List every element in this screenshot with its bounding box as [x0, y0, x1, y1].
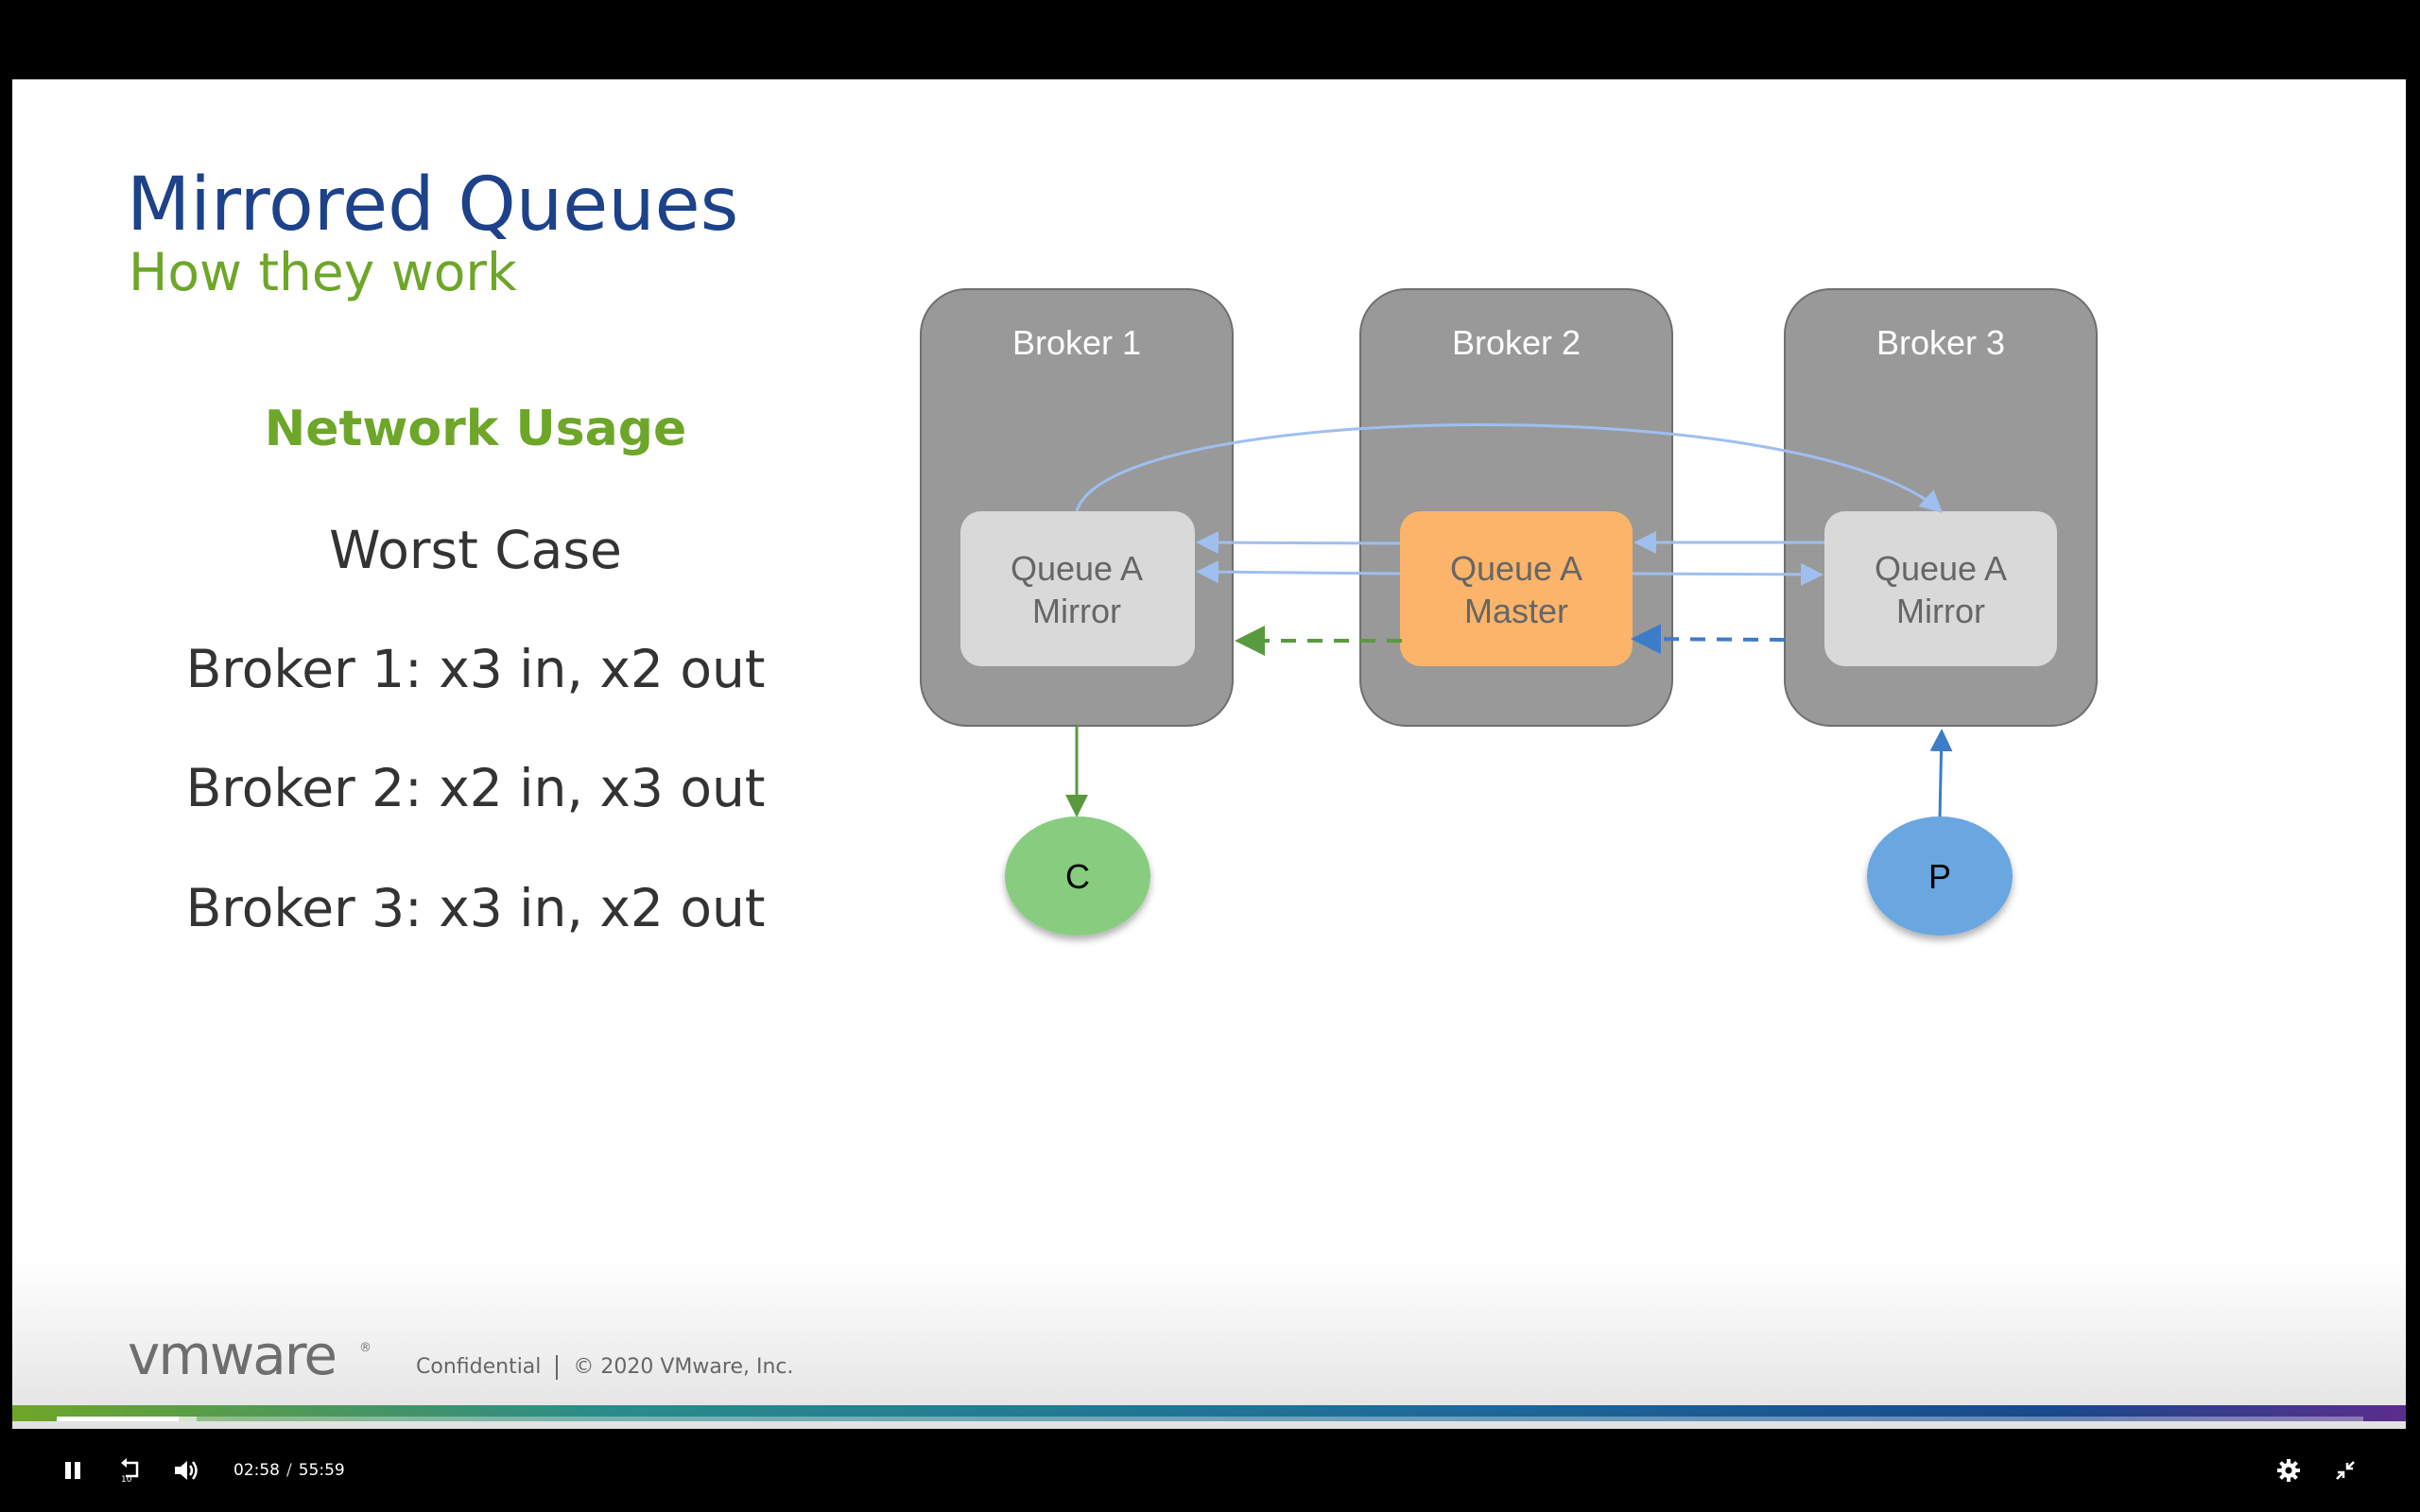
- replication-arc-arrow: [1075, 422, 1944, 514]
- slide: Mirrored Queues How they work Network Us…: [12, 79, 2406, 1429]
- exit-fullscreen-button[interactable]: [2326, 1452, 2364, 1489]
- broker-2-label: Broker 2: [1452, 323, 1581, 362]
- vmware-logo: vmware ®: [128, 1331, 372, 1387]
- confidential-label: Confidential: [416, 1355, 542, 1379]
- broker-2-stat: Broker 2: x2 in, x3 out: [185, 758, 766, 818]
- queue-a-mirror-3-box: [1824, 511, 2057, 666]
- slide-subtitle: How they work: [129, 242, 517, 302]
- vmware-logo-mark: ®: [359, 1341, 372, 1355]
- slide-title: Mirrored Queues: [127, 163, 739, 248]
- time-separator: /: [286, 1461, 292, 1480]
- rewind-seconds-label: 10: [121, 1475, 132, 1485]
- queue-a-mirror-3-line1: Queue A: [1875, 549, 2007, 588]
- queue-a-mirror-1-box: [960, 511, 1195, 666]
- consumer-label: C: [1065, 857, 1090, 896]
- queue-a-mirror-1-line1: Queue A: [1011, 549, 1143, 588]
- publisher-to-broker-3-arrow: [1929, 729, 1953, 819]
- master-to-mirror3-arrow: [1632, 562, 1824, 586]
- player-controls: 10 02:58 / 55:59: [0, 1436, 2420, 1512]
- vmware-logo-text: vmware: [128, 1331, 336, 1387]
- broker-3: Broker 3 Queue A Mirror: [1784, 288, 2098, 727]
- broker-1-stat: Broker 1: x3 in, x2 out: [185, 639, 766, 699]
- duration: 55:59: [298, 1461, 345, 1480]
- broker-1-label: Broker 1: [1012, 323, 1141, 362]
- volume-icon: [175, 1461, 198, 1480]
- publisher-label: P: [1928, 857, 1951, 896]
- gear-icon: [2277, 1459, 2300, 1482]
- slide-progress-band: [12, 1405, 2406, 1421]
- queue-a-master-line1: Queue A: [1450, 549, 1582, 588]
- footer-divider: [556, 1355, 559, 1380]
- publisher-node: P: [1867, 816, 2013, 936]
- broker-2: Broker 2 Queue A Master: [1359, 288, 1673, 727]
- worst-case-label: Worst Case: [329, 520, 622, 580]
- consumer-circle: [1005, 816, 1150, 936]
- consumer-node: C: [1005, 816, 1150, 936]
- rewind-10-button[interactable]: 10: [111, 1452, 148, 1489]
- footer-text: Confidential © 2020 VMware, Inc.: [416, 1355, 794, 1380]
- broker-3-stat: Broker 3: x3 in, x2 out: [185, 878, 766, 938]
- publisher-circle: [1867, 816, 2013, 936]
- pause-button[interactable]: [54, 1452, 92, 1489]
- time-display: 02:58 / 55:59: [233, 1461, 345, 1480]
- volume-button[interactable]: [167, 1452, 205, 1489]
- exit-fullscreen-icon: [2336, 1461, 2355, 1480]
- queue-a-master-box: [1400, 511, 1633, 666]
- settings-button[interactable]: [2270, 1452, 2308, 1489]
- copyright-label: © 2020 VMware, Inc.: [573, 1355, 794, 1379]
- master-to-mirror1-arrow-bottom: [1196, 560, 1401, 584]
- network-usage-heading: Network Usage: [264, 401, 687, 457]
- pause-icon: [65, 1462, 80, 1479]
- seek-bar[interactable]: [57, 1417, 2363, 1421]
- footer-band: [12, 1261, 2406, 1429]
- queue-a-master-line2: Master: [1464, 592, 1568, 630]
- mirrored-queue-diagram: Broker 1 Queue A Mirror Broker 2 Queue A…: [920, 288, 2098, 936]
- master-to-mirror1-arrow-top: [1196, 531, 1401, 555]
- queue-a-mirror-3-line2: Mirror: [1896, 592, 1985, 630]
- queue-a-mirror-1-line2: Mirror: [1032, 592, 1121, 630]
- broker-3-label: Broker 3: [1876, 323, 2005, 362]
- seek-bar-played: [57, 1417, 179, 1421]
- replay-10-icon: 10: [121, 1458, 139, 1485]
- current-time: 02:58: [233, 1461, 280, 1480]
